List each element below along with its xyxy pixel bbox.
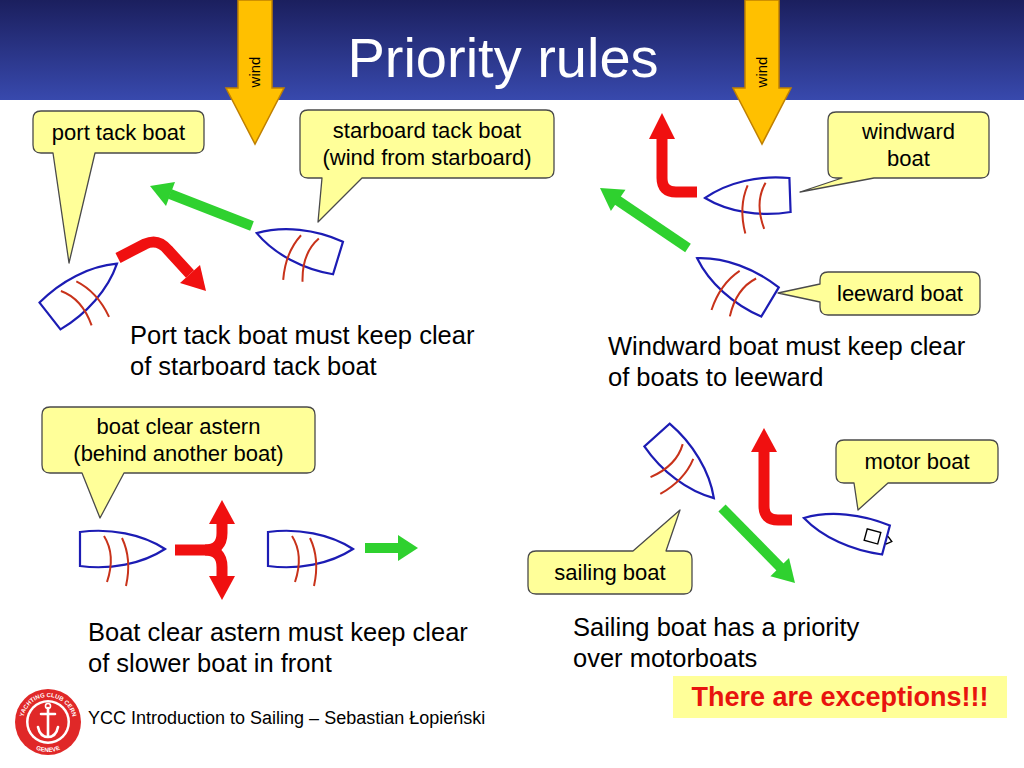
right-of-way-arrow <box>600 188 688 248</box>
arrow-shaft <box>722 508 781 568</box>
logo-text-path: GENEVE <box>35 745 60 753</box>
arrow-shaft <box>175 523 222 550</box>
arrow-shaft <box>205 550 222 577</box>
text-area: leeward boat <box>820 272 980 315</box>
callout-shape <box>800 112 989 192</box>
arrow-head <box>398 535 418 561</box>
rule-text: Port tack boat must keep clear of starbo… <box>130 320 492 382</box>
wind-text: wind <box>753 57 771 88</box>
port-tack-boat <box>39 249 140 345</box>
give-way-arrow <box>751 428 792 520</box>
note-text: There are exceptions!!! <box>691 681 988 713</box>
anchor-symbol <box>38 708 58 737</box>
callout-box: boat clear astern (behind another boat) <box>42 407 315 473</box>
callout-box: windward boat <box>828 112 989 178</box>
callout-box: leeward boat <box>820 272 980 315</box>
leeward-boat <box>678 243 779 334</box>
arrow-shaft <box>365 543 399 553</box>
callout-shape <box>836 440 998 510</box>
sailing-boat <box>630 423 728 523</box>
right-of-way-arrow <box>150 182 252 226</box>
give-way-arrow <box>118 242 206 291</box>
logo-center <box>29 703 68 742</box>
logo-disk <box>15 689 81 755</box>
give-way-arrow <box>649 113 697 192</box>
callout-text: port tack boat <box>52 119 185 146</box>
text-area: starboard tack boat (wind from starboard… <box>300 110 554 178</box>
callout-shape <box>778 272 980 315</box>
logo-text: GENEVE <box>35 745 60 753</box>
header-band <box>0 0 1024 100</box>
logo-ring <box>26 700 70 744</box>
wind-text: wind <box>246 57 264 88</box>
arrow-head <box>649 113 675 139</box>
arrow-shape <box>226 0 284 144</box>
callout-box: motor boat <box>836 440 998 483</box>
callout-shape <box>300 110 554 222</box>
callout-box: sailing boat <box>528 551 692 594</box>
club-logo: YACHTING CLUB CERN GENEVE <box>14 688 82 756</box>
arrow-head <box>600 188 626 211</box>
right-of-way-arrow <box>365 535 418 561</box>
windward-boat <box>704 177 791 235</box>
note-banner: There are exceptions!!! <box>673 676 1007 718</box>
arrow-head <box>209 576 235 600</box>
arrow-shaft <box>617 200 688 248</box>
arrow-shaft <box>118 242 190 274</box>
text-area: port tack boat <box>33 111 204 153</box>
text-area: boat clear astern (behind another boat) <box>42 407 315 473</box>
text-area: sailing boat <box>528 551 692 594</box>
callout-text: windward boat <box>843 118 974 172</box>
text-area: There are exceptions!!! <box>673 676 1007 718</box>
rule-text: Boat clear astern must keep clear of slo… <box>88 617 480 679</box>
arrow-head <box>209 500 235 524</box>
anchor-ring <box>46 704 51 709</box>
front-boat <box>268 531 353 586</box>
arrow-shape <box>733 0 791 144</box>
callout-box: starboard tack boat (wind from starboard… <box>300 110 554 178</box>
astern-boat <box>80 531 165 586</box>
text-area: motor boat <box>836 440 998 483</box>
wind-arrow: wind <box>226 0 284 145</box>
banner-rect <box>673 676 1007 718</box>
arrow-head <box>180 265 206 291</box>
arrow-head <box>751 428 777 452</box>
give-way-arrow <box>175 500 235 600</box>
callout-text: starboard tack boat (wind from starboard… <box>312 117 542 171</box>
callout-shape <box>528 510 692 594</box>
arrow-shaft <box>170 194 252 226</box>
wind-arrow: wind <box>733 0 791 145</box>
motor-boat <box>800 502 896 557</box>
text-area: windward boat <box>828 112 989 178</box>
rule-text: Sailing boat has a priority over motorbo… <box>573 612 878 674</box>
right-of-way-arrow <box>722 508 795 583</box>
callout-text: leeward boat <box>837 280 963 307</box>
slide-title: Priority rules <box>0 26 1006 90</box>
arrow-head <box>150 182 175 206</box>
callout-text: sailing boat <box>554 559 665 586</box>
arrow-shaft <box>764 451 792 520</box>
callout-shape <box>42 407 315 518</box>
arrow-shaft <box>662 138 697 192</box>
callout-shape <box>33 111 204 263</box>
callout-text: motor boat <box>864 448 969 475</box>
callout-box: port tack boat <box>33 111 204 153</box>
arrow-head <box>770 558 795 583</box>
callout-text: boat clear astern (behind another boat) <box>62 413 295 467</box>
logo-text-path: YACHTING CLUB CERN <box>19 692 78 717</box>
logo-graphic: YACHTING CLUB CERN GENEVE <box>14 688 82 756</box>
rule-text: Windward boat must keep clear of boats t… <box>608 331 970 393</box>
footer-text: YCC Introduction to Sailing – Sebastian … <box>88 707 608 729</box>
starboard-tack-boat <box>246 216 343 294</box>
logo-text: YACHTING CLUB CERN <box>19 692 78 717</box>
